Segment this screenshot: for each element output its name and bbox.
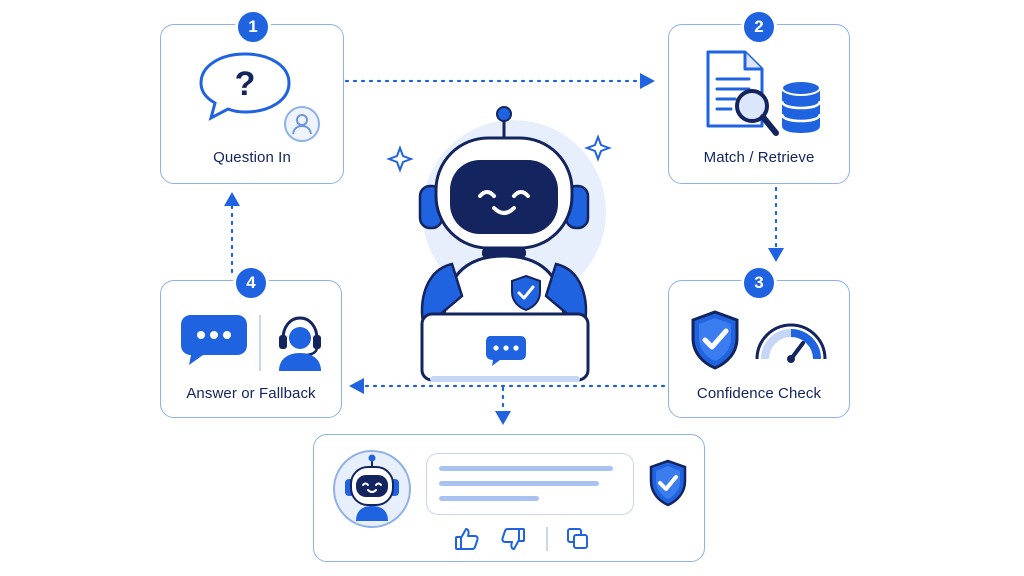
arrowhead-up [224,192,240,206]
step-2-card: Match / Retrieve [668,24,850,184]
step-1-card: ? Question In [160,24,344,184]
step-1-label: Question In [213,149,291,166]
database-icon [779,79,823,135]
response-card [313,434,705,562]
message-placeholder-line [439,481,599,486]
message-placeholder-line [439,466,613,471]
step-3-card: Confidence Check [668,280,850,418]
arrowhead-right [640,73,655,89]
step-4-divider [259,315,261,371]
response-message-bubble [426,453,634,515]
sparkle-icon [386,145,414,173]
step-4-card: Answer or Fallback [160,280,342,418]
svg-text:?: ? [235,65,256,103]
step-2-label: Match / Retrieve [703,149,815,166]
laptop-icon [420,312,590,382]
chat-bubble-icon [179,313,249,367]
robot-icon [386,100,636,390]
step-4-badge: 4 [233,265,269,301]
step-3-badge: 3 [741,265,777,301]
step-2-badge: 2 [741,9,777,45]
copy-icon[interactable] [566,527,590,551]
step-3-label: Confidence Check [696,385,822,402]
gauge-icon [751,315,831,365]
shield-check-icon [648,459,688,507]
step-1-badge: 1 [235,9,271,45]
thumbs-up-icon[interactable] [454,526,480,552]
response-actions-divider [546,527,548,551]
user-avatar-icon [283,105,321,143]
arrowhead-down [768,248,784,262]
arrowhead-down-response [495,411,511,425]
question-speech-bubble-icon: ? [197,51,293,121]
magnifier-icon [733,87,781,139]
step-4-label: Answer or Fallback [186,385,316,402]
robot-avatar-icon [332,449,412,529]
shield-check-icon [689,309,741,371]
support-agent-headset-icon [273,313,327,373]
arrowhead-left [349,378,364,394]
message-placeholder-line [439,496,539,501]
sparkle-icon [584,134,612,162]
thumbs-down-icon[interactable] [500,526,526,552]
